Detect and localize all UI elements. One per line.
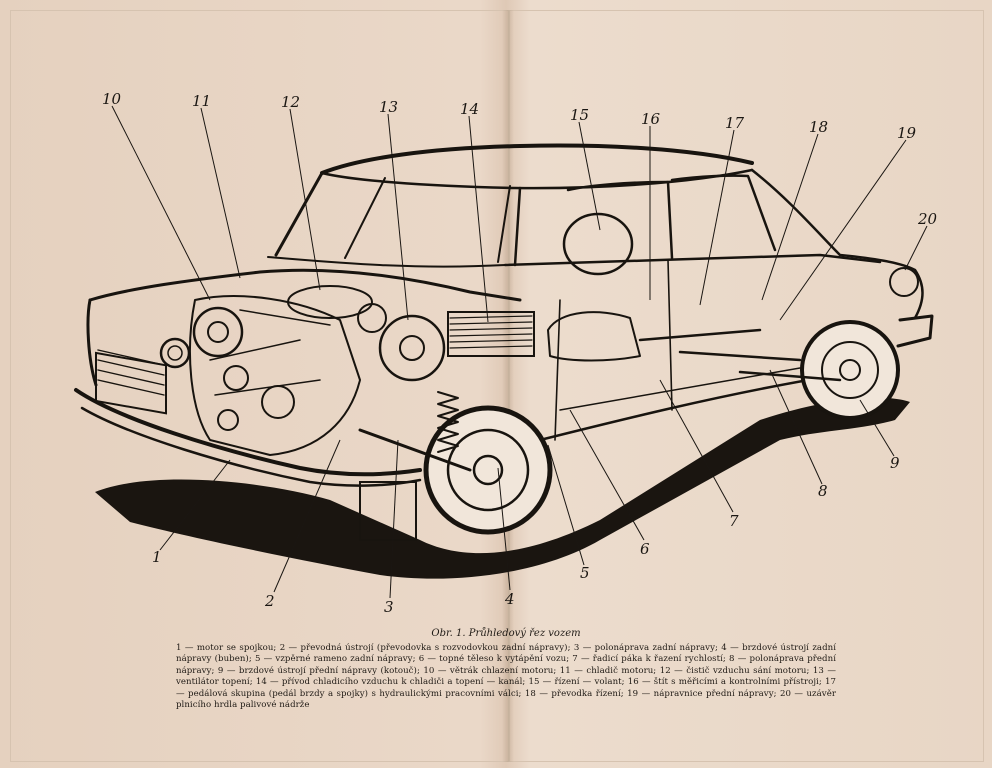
caption-legend-text: 1 — motor se spojkou; 2 — převodná ústro… — [176, 643, 836, 711]
left-page — [10, 10, 510, 762]
callout-12: 12 — [281, 93, 300, 111]
callout-2: 2 — [264, 592, 275, 610]
callout-1: 1 — [152, 548, 162, 566]
callout-15: 15 — [570, 106, 589, 124]
callout-11: 11 — [192, 92, 211, 110]
callout-3: 3 — [384, 598, 394, 616]
callout-10: 10 — [102, 90, 122, 108]
caption-title: Obr. 1. Průhledový řez vozem — [431, 628, 581, 639]
callout-17: 17 — [725, 114, 745, 132]
callout-18: 18 — [809, 118, 828, 136]
figure-caption: Obr. 1. Průhledový řez vozem 1 — motor s… — [176, 628, 836, 711]
callout-16: 16 — [641, 110, 661, 128]
callout-6: 6 — [640, 540, 650, 558]
callout-leader-lines — [111, 105, 928, 599]
callout-9: 9 — [890, 454, 900, 472]
car-cutaway-illustration: 1 2 3 4 5 6 7 8 9 10 11 12 13 14 15 16 1… — [74, 90, 938, 616]
callout-13: 13 — [379, 98, 398, 116]
car-shadow — [95, 397, 910, 579]
callout-5: 5 — [580, 564, 590, 582]
callout-20: 20 — [917, 210, 938, 228]
callout-7: 7 — [729, 512, 739, 530]
callout-4: 4 — [504, 590, 515, 608]
car-body-outline — [74, 143, 934, 541]
callout-14: 14 — [460, 100, 479, 118]
callout-8: 8 — [818, 482, 828, 500]
callout-19: 19 — [897, 124, 917, 142]
page-fold — [502, 10, 514, 762]
callout-numbers: 1 2 3 4 5 6 7 8 9 10 11 12 13 14 15 16 1… — [102, 90, 938, 616]
right-page — [508, 10, 984, 762]
